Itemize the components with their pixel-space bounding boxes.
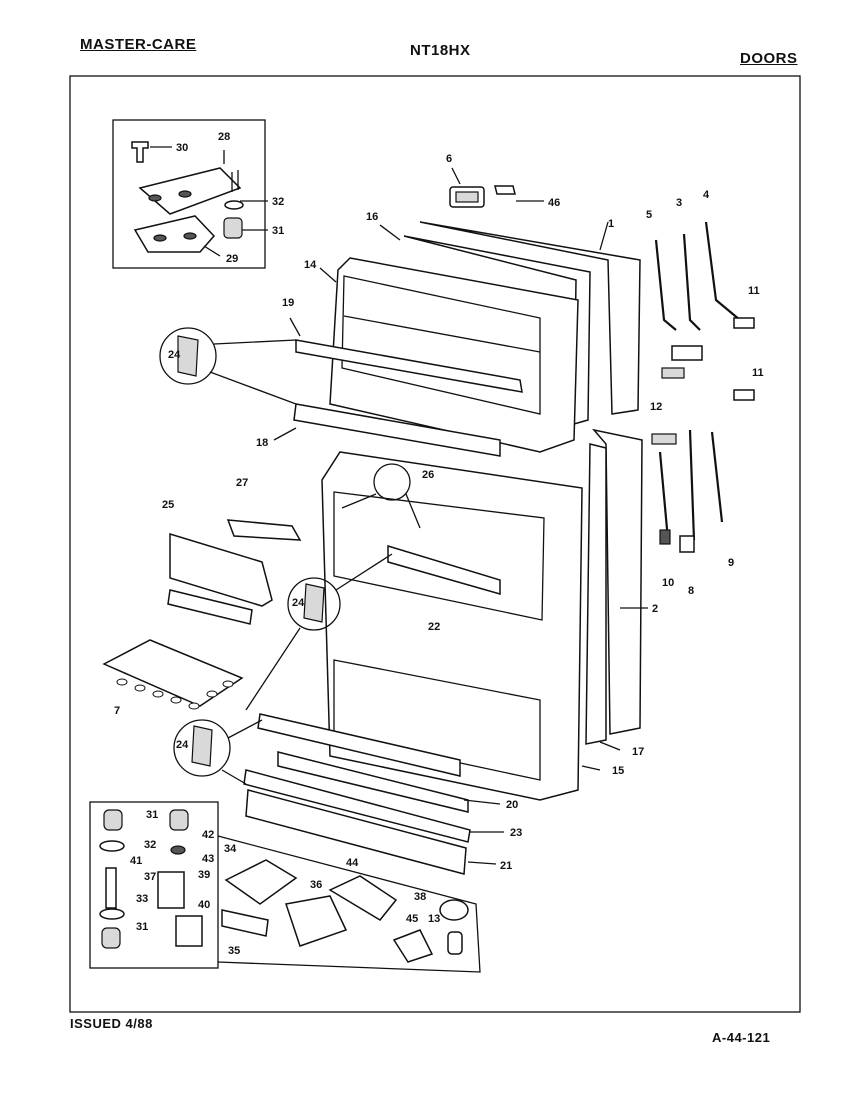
callout: 42 xyxy=(202,829,214,841)
callout: 34 xyxy=(224,843,237,855)
callout: 21 xyxy=(500,860,512,872)
lower-hardware-bracket xyxy=(217,835,481,973)
callout: 38 xyxy=(414,891,426,903)
callout: 1 xyxy=(608,218,614,230)
part-45-label xyxy=(494,185,516,195)
callout: 20 xyxy=(506,799,518,811)
bottom-hinge-parts xyxy=(99,809,203,949)
callout: 39 xyxy=(198,869,210,881)
callout: 8 xyxy=(688,585,694,597)
callout: 3 xyxy=(676,197,682,209)
callout: 25 xyxy=(162,499,174,511)
callout: 24 xyxy=(168,349,181,361)
callout: 19 xyxy=(282,297,294,309)
callout: 14 xyxy=(304,259,317,271)
callout: 4 xyxy=(703,189,710,201)
callout: 41 xyxy=(130,855,142,867)
callout: 15 xyxy=(612,765,624,777)
callout: 35 xyxy=(228,945,240,957)
callout: 44 xyxy=(346,857,359,869)
callout: 17 xyxy=(632,746,644,758)
callout: 12 xyxy=(650,401,662,413)
callout: 32 xyxy=(272,196,284,208)
detail-circle-24-top xyxy=(159,327,297,405)
lower-hardware-parts xyxy=(221,859,469,963)
detail-circle-26 xyxy=(341,463,421,529)
callout: 37 xyxy=(144,871,156,883)
callout: 13 xyxy=(428,913,440,925)
top-hinge-inset-box xyxy=(112,119,266,269)
callout-numbers: 1 2 3 4 5 6 7 8 9 10 11 11 12 13 14 15 1… xyxy=(114,131,764,957)
freezer-door-assembly xyxy=(293,221,641,457)
bottom-hinge-inset-box xyxy=(89,801,219,969)
callout: 26 xyxy=(422,469,434,481)
callout: 9 xyxy=(728,557,734,569)
callout: 31 xyxy=(146,809,158,821)
callout: 30 xyxy=(176,142,188,154)
callout: 5 xyxy=(646,209,652,221)
callout: 43 xyxy=(202,853,214,865)
callout-leaders xyxy=(150,146,648,865)
callout: 23 xyxy=(510,827,522,839)
callout: 33 xyxy=(136,893,148,905)
callout: 18 xyxy=(256,437,268,449)
callout: 22 xyxy=(428,621,440,633)
callout: 40 xyxy=(198,899,210,911)
callout: 28 xyxy=(218,131,230,143)
brand-label: MASTER-CARE xyxy=(80,36,197,53)
left-loose-parts xyxy=(102,519,302,710)
callout: 16 xyxy=(366,211,378,223)
issued-date: ISSUED 4/88 xyxy=(70,1016,153,1031)
callout: 32 xyxy=(144,839,156,851)
section-label: DOORS xyxy=(740,50,798,67)
diagram-frame xyxy=(69,75,801,1013)
model-label: NT18HX xyxy=(410,42,471,59)
callout: 24 xyxy=(292,597,305,609)
callout: 45 xyxy=(406,913,418,925)
callout: 11 xyxy=(748,285,760,297)
callout: 11 xyxy=(752,367,764,379)
detail-circle-24-middle xyxy=(245,553,393,711)
callout: 31 xyxy=(136,921,148,933)
callout: 31 xyxy=(272,225,284,237)
callout: 29 xyxy=(226,253,238,265)
callout: 36 xyxy=(310,879,322,891)
callout: 2 xyxy=(652,603,658,615)
callout: 24 xyxy=(176,739,189,751)
fresh-food-door-assembly xyxy=(243,428,643,875)
top-hinge-parts xyxy=(131,141,244,253)
callout: 10 xyxy=(662,577,674,589)
callout: 7 xyxy=(114,705,120,717)
page-code: A-44-121 xyxy=(712,1030,771,1045)
right-side-hinges xyxy=(651,221,755,553)
callout: 27 xyxy=(236,477,248,489)
callout: 6 xyxy=(446,153,452,165)
callout: 46 xyxy=(548,197,560,209)
detail-circle-24-bottom xyxy=(173,719,263,785)
